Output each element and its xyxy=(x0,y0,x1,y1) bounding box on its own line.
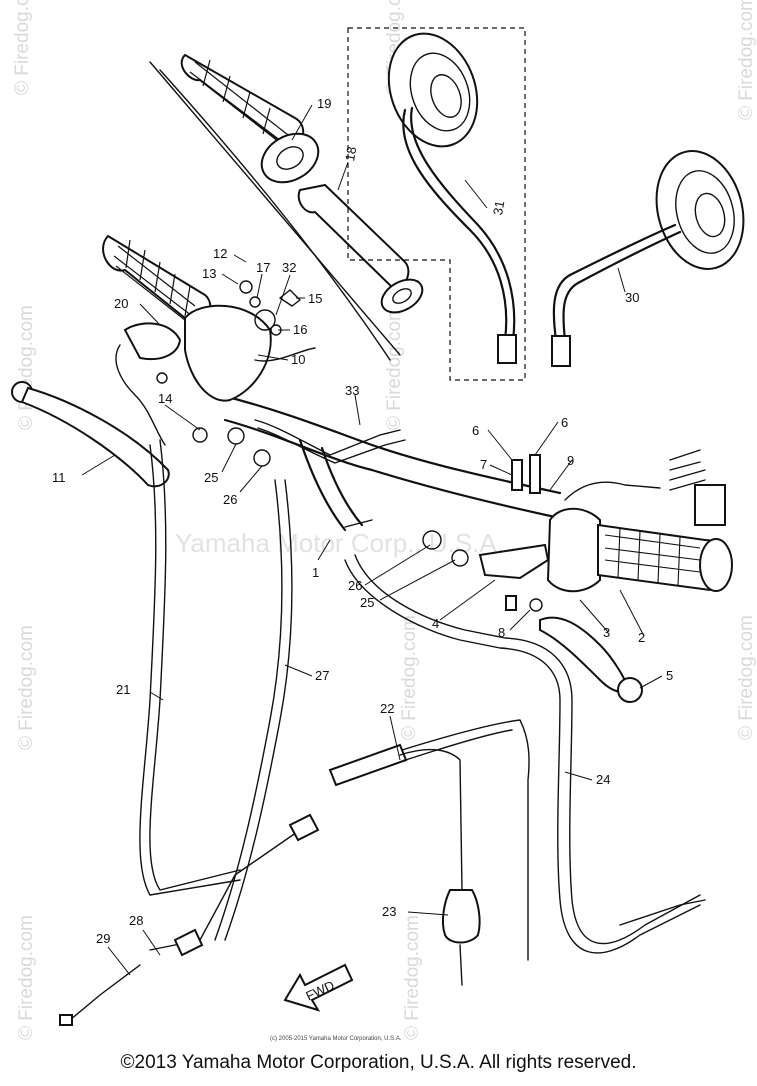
label-part-21: 21 xyxy=(116,682,130,697)
handlebar-part-1 xyxy=(218,393,562,532)
label-part-12: 12 xyxy=(213,246,227,261)
label-part-14: 14 xyxy=(158,391,172,406)
watermark-brand: Yamaha Motor Corp., U.S.A. xyxy=(175,528,504,558)
mirror-31 xyxy=(347,27,526,381)
label-part-32: 32 xyxy=(282,260,296,275)
right-switch-assembly xyxy=(422,449,733,703)
label-part-15: 15 xyxy=(308,291,322,306)
label-part-19: 19 xyxy=(317,96,331,111)
label-part-33: 33 xyxy=(345,383,359,398)
clutch-lever-11 xyxy=(11,381,170,488)
label-part-31: 31 xyxy=(490,199,507,216)
fwd-label: FWD xyxy=(303,977,336,1003)
watermark-text: © Firedog.com xyxy=(16,915,37,1040)
watermark-text: © Firedog.com xyxy=(736,0,757,120)
label-part-24: 24 xyxy=(596,772,610,787)
label-part-6-left: 6 xyxy=(472,423,479,438)
label-part-9: 9 xyxy=(567,453,574,468)
label-part-20: 20 xyxy=(114,296,128,311)
label-part-11: 11 xyxy=(52,470,66,485)
watermark-text: © Firedog.com xyxy=(16,625,37,750)
label-part-7: 7 xyxy=(480,457,487,472)
label-part-13: 13 xyxy=(202,266,216,281)
watermark-text: © Firedog.com xyxy=(16,305,37,430)
label-part-2: 2 xyxy=(638,630,645,645)
fine-print: (c) 2005-2015 Yamaha Motor Corporation, … xyxy=(270,1036,402,1042)
control-cables xyxy=(59,439,706,1026)
watermark-layer: © Firedog.com © Firedog.com © Firedog.co… xyxy=(12,0,757,1040)
label-part-25-left: 25 xyxy=(204,470,218,485)
watermark-text: © Firedog.com xyxy=(12,0,33,95)
label-part-4: 4 xyxy=(432,616,439,631)
copyright-notice: ©2013 Yamaha Motor Corporation, U.S.A. A… xyxy=(120,1052,637,1073)
label-part-26-right: 26 xyxy=(348,578,362,593)
part-labels: 19 18 31 30 12 13 17 32 15 16 10 20 14 1… xyxy=(52,96,673,946)
label-part-5: 5 xyxy=(666,668,673,683)
label-part-6-right: 6 xyxy=(561,415,568,430)
label-part-30: 30 xyxy=(625,290,639,305)
label-part-26-left: 26 xyxy=(223,492,237,507)
label-part-3: 3 xyxy=(603,625,610,640)
label-part-8: 8 xyxy=(498,625,505,640)
fwd-arrow: FWD xyxy=(283,963,354,1012)
watermark-text: © Firedog.com xyxy=(402,915,423,1040)
label-part-27: 27 xyxy=(315,668,329,683)
label-part-22: 22 xyxy=(380,701,394,716)
mirror-30 xyxy=(551,150,745,367)
left-grip xyxy=(102,234,212,332)
label-part-28: 28 xyxy=(129,913,143,928)
label-part-23: 23 xyxy=(382,904,396,919)
label-part-10: 10 xyxy=(291,352,305,367)
label-part-17: 17 xyxy=(256,260,270,275)
leader-lines xyxy=(81,104,663,976)
watermark-text: © Firedog.com xyxy=(399,615,420,740)
left-switch-assembly xyxy=(115,280,406,467)
label-part-29: 29 xyxy=(96,931,110,946)
label-part-25-right: 25 xyxy=(360,595,374,610)
spare-grip-assembly xyxy=(149,53,424,361)
label-part-18: 18 xyxy=(342,145,359,162)
label-part-1: 1 xyxy=(312,565,319,580)
watermark-text: © Firedog.com xyxy=(736,615,757,740)
label-part-16: 16 xyxy=(293,322,307,337)
watermark-text: © Firedog.com xyxy=(384,305,405,430)
